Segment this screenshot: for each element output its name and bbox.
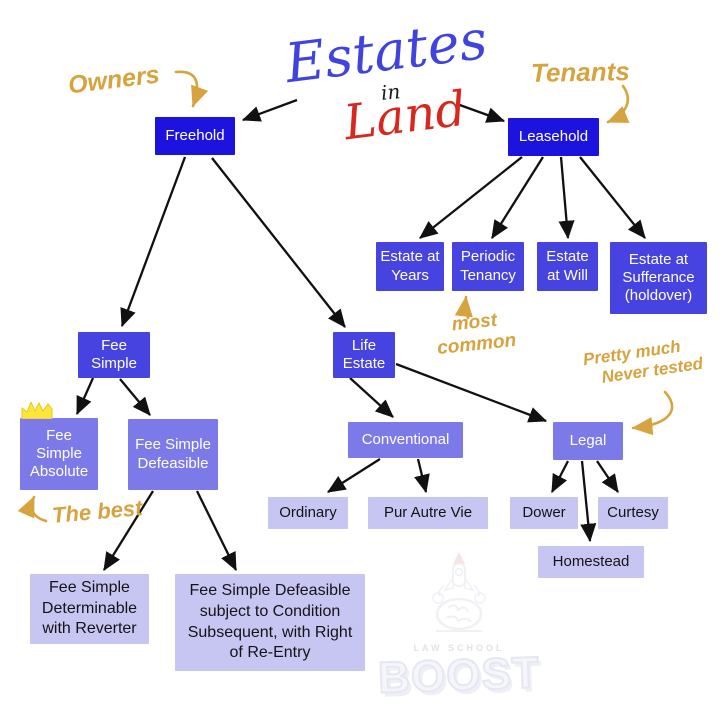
node-homestead-label: Homestead <box>552 552 630 570</box>
node-fee-simple: Fee Simple <box>78 332 150 378</box>
node-fee-simple-absolute-label: Fee Simple Absolute <box>29 426 89 481</box>
arrow-conventional-to-pur-autre-vie <box>414 458 430 494</box>
node-fee-simple-defeasible-subsequent-label: Fee Simple Defeasible subject to Conditi… <box>187 581 353 662</box>
node-leasehold: Leasehold <box>508 118 599 156</box>
arrow-defeasible-to-subsequent <box>195 490 238 572</box>
arrow-legal-to-curtesy <box>596 460 619 493</box>
arrow-life-estate-to-legal <box>395 362 548 423</box>
node-pur-autre-vie-label: Pur Autre Vie <box>383 503 473 521</box>
node-estate-at-will: Estate at Will <box>537 242 598 291</box>
arrow-leasehold-to-periodic-tenancy <box>491 156 544 239</box>
node-pur-autre-vie: Pur Autre Vie <box>368 497 488 529</box>
annotation-most-common: most common <box>434 308 517 360</box>
arrow-title-to-freehold <box>241 98 298 122</box>
node-ordinary-label: Ordinary <box>279 503 337 521</box>
node-leasehold-label: Leasehold <box>518 127 589 145</box>
node-ordinary: Ordinary <box>268 497 348 529</box>
node-periodic-tenancy-label: Periodic Tenancy <box>460 248 516 284</box>
node-homestead: Homestead <box>538 546 644 578</box>
node-curtesy: Curtesy <box>598 497 668 529</box>
node-dower: Dower <box>510 497 578 529</box>
node-legal-label: Legal <box>569 431 607 449</box>
node-freehold: Freehold <box>155 117 235 155</box>
node-estate-at-sufferance: Estate at Sufferance (holdover) <box>610 242 707 314</box>
node-fee-simple-label: Fee Simple <box>91 336 137 372</box>
arrow-defeasible-to-determinable <box>103 490 154 571</box>
arrow-freehold-to-fee-simple <box>120 156 187 328</box>
node-periodic-tenancy: Periodic Tenancy <box>452 242 524 291</box>
node-fee-simple-defeasible-label: Fee Simple Defeasible <box>135 436 211 472</box>
arrow-title-to-leasehold <box>456 102 506 123</box>
watermark-tagline: LAW SCHOOL <box>413 643 505 653</box>
node-estate-at-sufferance-label: Estate at Sufferance (holdover) <box>622 250 695 305</box>
node-fee-simple-defeasible-subsequent: Fee Simple Defeasible subject to Conditi… <box>175 574 365 671</box>
node-estate-at-will-label: Estate at Will <box>546 248 589 284</box>
node-estate-at-years-label: Estate at Years <box>380 248 440 284</box>
arrow-tenants-to-leasehold <box>606 84 630 124</box>
arrow-never-tested-to-legal <box>631 390 674 436</box>
arrow-legal-to-dower <box>550 460 570 494</box>
node-conventional: Conventional <box>348 422 463 458</box>
rocket-brain-logo-icon <box>432 552 486 632</box>
node-dower-label: Dower <box>522 503 566 521</box>
node-fee-simple-determinable-label: Fee Simple Determinable with Reverter <box>41 578 138 638</box>
arrow-life-estate-to-conventional <box>349 377 394 418</box>
node-conventional-label: Conventional <box>361 430 450 448</box>
arrow-freehold-to-life-estate <box>211 157 346 328</box>
node-life-estate: Life Estate <box>333 332 395 378</box>
arrow-leasehold-to-estate-at-will <box>558 156 575 240</box>
node-estate-at-years: Estate at Years <box>376 242 444 291</box>
node-freehold-label: Freehold <box>165 126 225 144</box>
arrow-owners-to-freehold <box>174 70 209 108</box>
node-curtesy-label: Curtesy <box>607 503 659 521</box>
law-school-boost-watermark: LAW SCHOOL BOOST <box>376 548 542 704</box>
arrow-most-common-to-periodic <box>454 295 473 320</box>
arrow-fee-simple-to-defeasible <box>119 378 151 416</box>
arrow-leasehold-to-estate-at-sufferance <box>579 156 646 239</box>
crown-icon <box>21 402 53 419</box>
annotation-tenants: Tenants <box>530 56 630 88</box>
arrow-conventional-to-ordinary <box>327 458 381 493</box>
arrow-leasehold-to-estate-at-years <box>419 156 523 239</box>
arrow-fee-simple-to-absolute <box>75 377 95 416</box>
node-legal: Legal <box>553 422 623 460</box>
node-life-estate-label: Life Estate <box>342 336 386 372</box>
node-fee-simple-determinable: Fee Simple Determinable with Reverter <box>30 574 149 644</box>
arrow-the-best-to-absolute <box>17 495 48 523</box>
node-fee-simple-defeasible: Fee Simple Defeasible <box>128 419 218 490</box>
node-fee-simple-absolute: Fee Simple Absolute <box>20 418 98 490</box>
arrow-legal-to-homestead <box>580 460 597 543</box>
